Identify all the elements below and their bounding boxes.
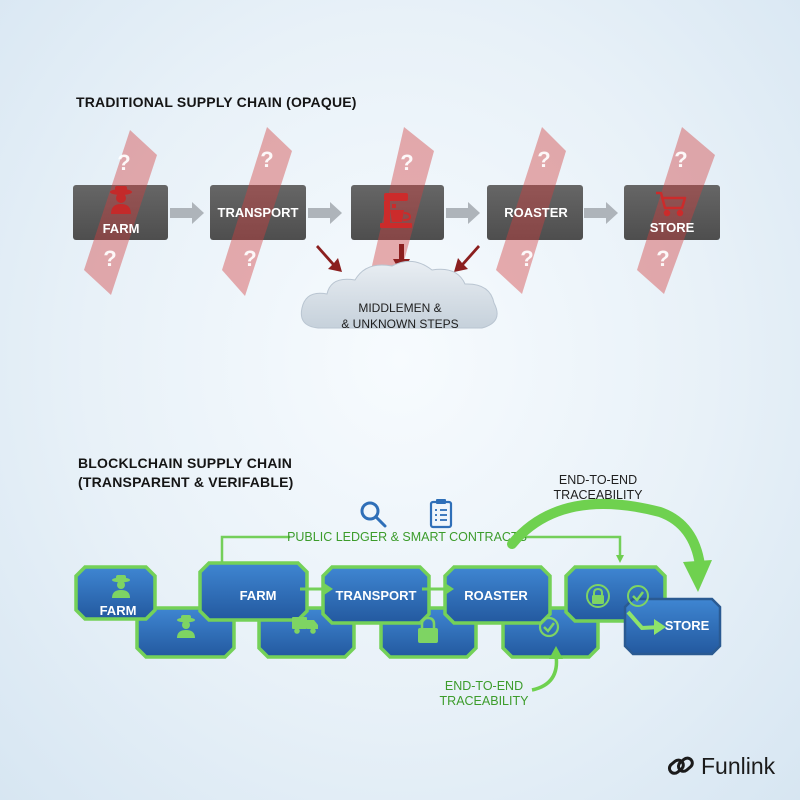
- blockchain-title-line1: BLOCKLCHAIN SUPPLY CHAIN: [78, 455, 293, 471]
- down-arrow: [454, 245, 480, 272]
- block-label-farm-1: FARM: [100, 603, 137, 618]
- truck-icon: [292, 617, 318, 634]
- question-mark: ?: [674, 147, 687, 172]
- lock-check-icon: [586, 584, 649, 608]
- opacity-diamond: [496, 127, 566, 294]
- farmer-icon: [110, 186, 132, 214]
- shopping-cart-icon: [656, 191, 687, 217]
- flow-arrow: [170, 202, 204, 224]
- check-icon: [538, 616, 560, 638]
- farmer-icon: [177, 615, 195, 638]
- block-label-store: STORE: [665, 618, 710, 633]
- blockchain-title-line2: (TRANSPARENT & VERIFABLE): [78, 474, 294, 490]
- ledger-label: PUBLIC LEDGER & SMART CONTRACTS: [287, 530, 527, 544]
- block-label-transport: TRANSPORT: [336, 588, 417, 603]
- question-mark: ?: [400, 150, 413, 175]
- trad-label-farm: FARM: [103, 221, 140, 236]
- top-callout-line2: TRACEABILITY: [554, 488, 644, 502]
- question-mark: ?: [537, 147, 550, 172]
- down-arrow: [316, 245, 342, 272]
- cloud-text-line2: & UNKNOWN STEPS: [341, 317, 458, 331]
- bottom-callout-line2: TRACEABILITY: [440, 694, 530, 708]
- middlemen-cloud: MIDDLEMEN & & UNKNOWN STEPS: [300, 260, 498, 331]
- clipboard-icon: [429, 499, 453, 529]
- trad-node-roaster: [487, 185, 583, 240]
- question-mark: ?: [243, 246, 256, 271]
- chain-link-icon: [667, 756, 694, 775]
- lock-icon: [418, 616, 438, 643]
- store-entry-arrow: [626, 610, 666, 635]
- chain-arrows: [170, 202, 618, 224]
- traceability-arc-top: [507, 499, 712, 592]
- ledger-connectors: [220, 535, 624, 563]
- trad-node-store: [624, 185, 720, 240]
- chain-link-arrows: [300, 583, 454, 595]
- trad-node-transport: [210, 185, 306, 240]
- chain-block-store: [623, 597, 722, 656]
- bottom-callout-line1: END-TO-END: [445, 679, 523, 693]
- question-mark: ?: [260, 147, 273, 172]
- flow-arrow: [584, 202, 618, 224]
- question-mark: ?: [117, 150, 130, 175]
- traceability-arc-bottom: [531, 646, 563, 692]
- trad-label-roaster: ROASTER: [504, 205, 568, 220]
- trad-label-transport: TRANSPORT: [218, 205, 299, 220]
- opacity-diamond: [222, 127, 292, 296]
- traditional-title: TRADITIONAL SUPPLY CHAIN (OPAQUE): [76, 94, 357, 110]
- question-mark: ?: [520, 246, 533, 271]
- coffee-machine-icon: [380, 193, 412, 228]
- flow-arrow: [446, 202, 480, 224]
- traditional-labels: FARM TRANSPORT ROASTER STORE: [103, 205, 695, 236]
- question-mark: ?: [103, 246, 116, 271]
- question-marks: ? ? ? ? ? ? ? ? ?: [103, 147, 687, 271]
- block-label-roaster: ROASTER: [464, 588, 528, 603]
- flow-arrow: [308, 202, 342, 224]
- brand-logo: Funlink: [665, 748, 775, 784]
- block-label-farm-2: FARM: [240, 588, 277, 603]
- farmer-icon: [112, 575, 130, 598]
- brand-name: Funlink: [701, 752, 776, 779]
- cloud-text-line1: MIDDLEMEN &: [358, 301, 441, 315]
- trad-label-store: STORE: [650, 220, 695, 235]
- blockchain-labels: FARM FARM TRANSPORT ROASTER STORE: [100, 588, 710, 633]
- top-callout-line1: END-TO-END: [559, 473, 637, 487]
- question-mark: ?: [656, 246, 669, 271]
- magnifier-icon: [360, 501, 387, 528]
- opacity-diamond: [637, 127, 715, 294]
